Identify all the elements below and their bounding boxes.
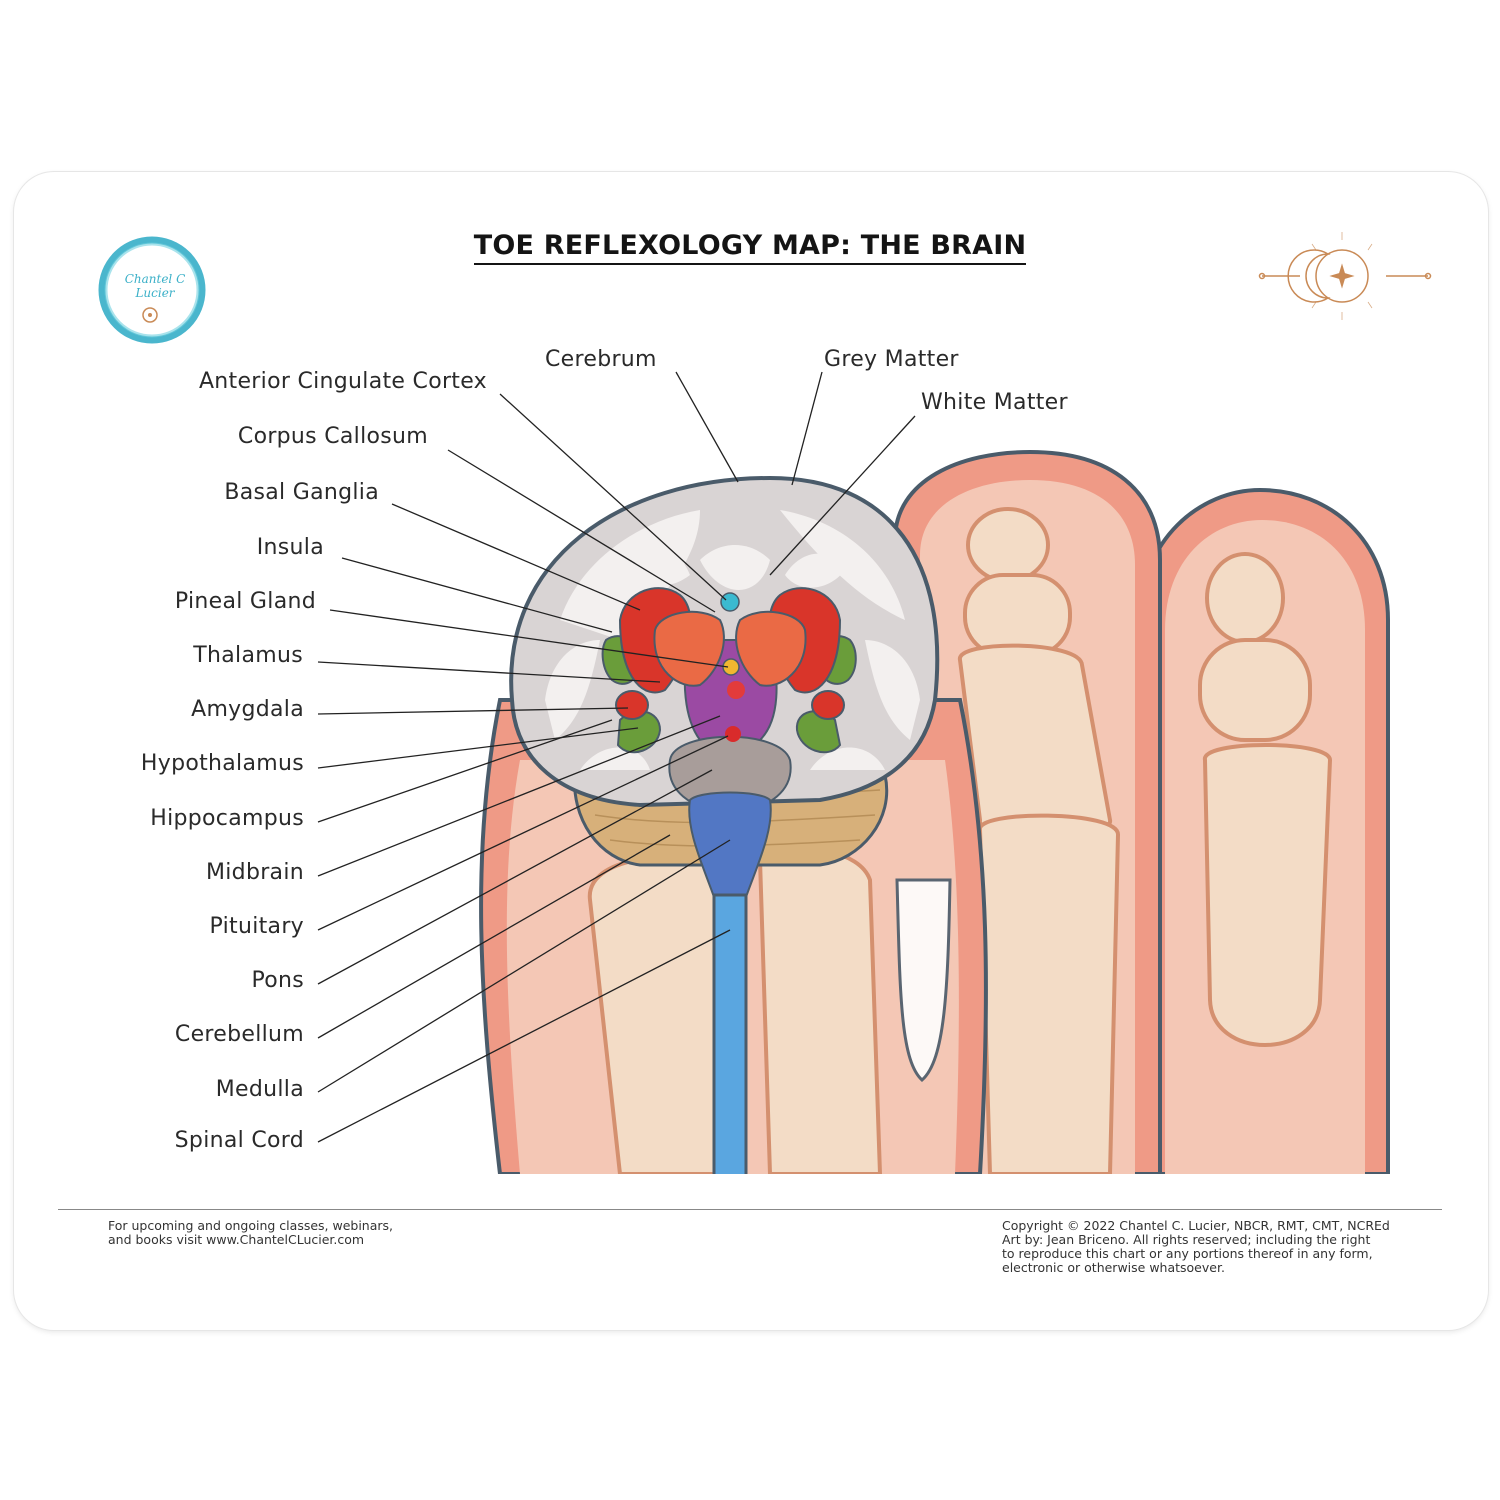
label-corpus-callosum: Corpus Callosum: [237, 424, 428, 449]
label-medulla: Medulla: [215, 1077, 304, 1102]
label-amygdala: Amygdala: [191, 697, 304, 722]
second-toe: [1138, 487, 1390, 1174]
label-basal-ganglia: Basal Ganglia: [224, 480, 379, 505]
footer-left-line1: For upcoming and ongoing classes, webina…: [108, 1218, 394, 1233]
pituitary: [725, 726, 741, 742]
label-white-matter: White Matter: [921, 390, 1068, 415]
brand-logo-circle-icon: [98, 236, 206, 344]
label-hypothalamus: Hypothalamus: [140, 751, 304, 776]
footer-divider: [58, 1209, 1442, 1210]
thalamus: [653, 610, 807, 687]
midbrain: [668, 735, 792, 814]
leader-lines: [317, 371, 916, 1143]
label-pons: Pons: [251, 968, 304, 993]
footer-left: For upcoming and ongoing classes, webina…: [108, 1219, 393, 1247]
footer-right-line2: Art by: Jean Briceno. All rights reserve…: [1002, 1232, 1371, 1247]
footer-right-line3: to reproduce this chart or any portions …: [1002, 1246, 1373, 1261]
label-pituitary: Pituitary: [209, 914, 304, 939]
pineal-gland: [722, 658, 740, 676]
label-insula: Insula: [256, 535, 324, 560]
label-cerebrum: Cerebrum: [545, 347, 657, 372]
medulla: [688, 791, 772, 901]
footer-right-line1: Copyright © 2022 Chantel C. Lucier, NBCR…: [1002, 1218, 1390, 1233]
label-grey-matter: Grey Matter: [824, 347, 959, 372]
anterior-cingulate-cortex: [720, 592, 740, 612]
amygdala: [727, 681, 745, 699]
label-anterior-cingulate-cortex: Anterior Cingulate Cortex: [198, 369, 487, 394]
spinal-cord: [712, 893, 748, 1174]
label-pineal-gland: Pineal Gland: [174, 589, 316, 614]
logo-text: Chantel C Lucier: [124, 272, 186, 300]
page-title: TOE REFLEXOLOGY MAP: THE BRAIN: [0, 230, 1500, 265]
label-cerebellum: Cerebellum: [174, 1022, 304, 1047]
footer-left-line2: and books visit www.ChantelCLucier.com: [108, 1232, 365, 1247]
label-thalamus: Thalamus: [193, 643, 303, 668]
sun-moon-emblem-icon: [1258, 232, 1432, 320]
footer-right: Copyright © 2022 Chantel C. Lucier, NBCR…: [1002, 1219, 1390, 1275]
label-hippocampus: Hippocampus: [150, 806, 304, 831]
label-spinal-cord: Spinal Cord: [174, 1128, 304, 1153]
footer-right-line4: electronic or otherwise whatsoever.: [1002, 1260, 1225, 1275]
label-midbrain: Midbrain: [205, 860, 304, 885]
